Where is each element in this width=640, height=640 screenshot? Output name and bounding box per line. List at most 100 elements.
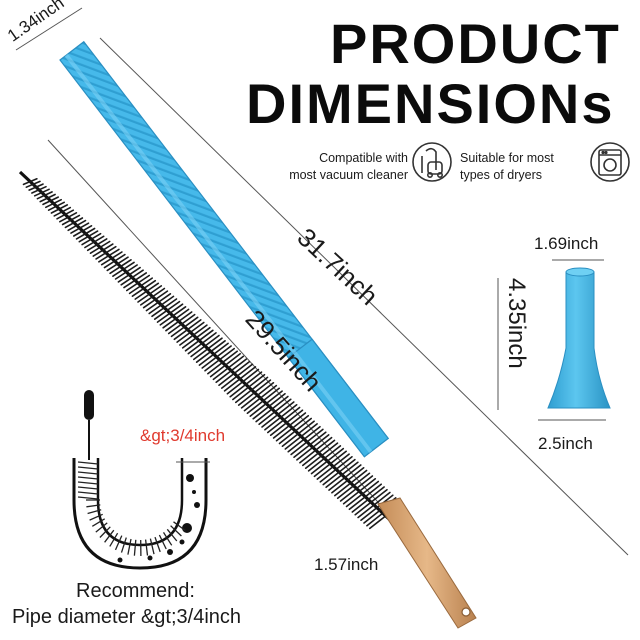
bristle-tuft	[131, 279, 157, 298]
bristle-tuft	[106, 256, 129, 272]
bristle-tuft	[226, 368, 260, 395]
bristle-tuft	[190, 334, 220, 358]
bristle-tuft	[33, 188, 50, 197]
bristle-tuft	[232, 373, 266, 401]
bristle-tuft	[235, 376, 269, 404]
bristle-tuft	[134, 282, 160, 300]
bristle-tuft	[170, 316, 199, 338]
bristle-brush	[18, 170, 477, 629]
bristle-tuft	[237, 379, 272, 406]
adapter-top-label: 1.69inch	[534, 234, 599, 253]
bristle-tuft	[322, 458, 356, 486]
flat-tube-cuff	[287, 338, 390, 458]
bristle-tuft	[339, 475, 374, 502]
bristle-tuft	[218, 360, 251, 387]
bristle-tuft	[328, 464, 362, 491]
bristle-tuft	[173, 319, 202, 341]
bristle-tuft	[313, 450, 348, 478]
bristle-tuft	[249, 390, 283, 417]
pipe-bristle	[166, 528, 178, 542]
bristle-tuft	[179, 324, 208, 346]
pipe-bristle	[158, 534, 167, 550]
pipe-bristle	[87, 509, 102, 515]
bristle-tuft	[140, 287, 166, 306]
pipe-dirt	[117, 474, 200, 563]
bristle-tuft	[198, 342, 229, 366]
pipe-bristle	[114, 535, 123, 551]
pipe-bristle	[120, 537, 127, 553]
u-pipe-diagram	[72, 390, 210, 570]
bristle-tuft	[301, 439, 336, 467]
bristle-tuft	[78, 230, 99, 243]
bristle-tuft	[223, 366, 257, 392]
bristle-tuft	[36, 191, 53, 200]
bristle-tuft	[287, 425, 321, 453]
bristle-tuft	[73, 225, 93, 237]
bristle-tuft	[272, 412, 307, 439]
bristle-tuft	[153, 300, 181, 321]
bristle-tuft	[319, 455, 353, 483]
bristle-tuft	[75, 227, 96, 240]
pipe-bristle	[77, 466, 99, 470]
pipe-bristle	[95, 522, 108, 533]
recommend-pipe-diameter: Pipe diameter &gt;3/4inch	[12, 606, 242, 628]
bristle-tuft	[331, 466, 365, 494]
bristle-tuft	[159, 305, 187, 326]
bristle-tuft	[84, 235, 105, 249]
vacuum-icon	[412, 142, 452, 182]
hang-hole	[461, 607, 471, 617]
feature-vacuum-line1: Compatible with	[319, 151, 408, 165]
bristle-tuft	[278, 417, 313, 445]
bristle-tuft	[181, 326, 211, 349]
bristle-tuft	[120, 269, 144, 286]
feature-vacuum: Compatible with most vacuum cleaner	[266, 150, 408, 184]
pipe-bristle	[149, 538, 155, 555]
feature-vacuum-line2: most vacuum cleaner	[289, 168, 408, 182]
bristle-tuft	[117, 266, 141, 283]
bristle-tuft	[64, 217, 84, 229]
bristle-tuft	[307, 445, 342, 472]
bristle-tuft	[258, 398, 292, 426]
flat-tube	[59, 40, 390, 458]
tube-width-line	[15, 7, 83, 51]
dimension-lines	[15, 7, 629, 556]
bristle-tuft	[39, 193, 56, 203]
bristle-tuft	[354, 488, 388, 516]
pipe-bristle	[77, 496, 99, 500]
bristle-tuft	[31, 185, 47, 194]
bristle-tuft	[109, 258, 132, 275]
pipe-bristle	[89, 513, 103, 521]
bristle-tuft	[240, 381, 275, 409]
bristle-tuft	[86, 238, 108, 252]
pipe-bristle	[77, 471, 99, 475]
pipe-bristle	[162, 532, 173, 546]
bristle-tuft	[209, 352, 241, 378]
brush-handle	[377, 497, 477, 629]
title-line-2: DIMENSIONs	[246, 72, 615, 135]
bristle-tuft	[89, 240, 111, 254]
bristle-tuft	[92, 243, 114, 257]
pipe-bristle	[77, 461, 99, 465]
bristle-tuft	[148, 295, 175, 315]
pipe-bristle	[77, 486, 99, 490]
bristle-tuft	[281, 420, 315, 448]
bristle-tuft	[61, 214, 81, 226]
bristle-tuft	[284, 423, 318, 450]
bristle-tuft	[293, 431, 327, 459]
bristle-tuft	[22, 178, 38, 186]
bristle-tuft	[252, 392, 286, 420]
bristle-tuft	[351, 486, 385, 513]
pipe-bristle	[104, 529, 115, 543]
bristle-tuft	[123, 272, 147, 289]
pipe-bristle	[127, 538, 132, 555]
pipe-diameter-callout: &gt;3/4inch	[140, 426, 226, 445]
bristle-tuft	[187, 332, 217, 355]
bristle-tuft	[95, 245, 117, 260]
bristle-tuft	[345, 480, 380, 508]
bristle-tuft	[342, 477, 377, 505]
bristle-tuft	[360, 494, 394, 522]
title-line-1: PRODUCT	[330, 12, 621, 75]
bristle-tuft	[264, 403, 298, 431]
pipe-bristle	[99, 526, 111, 538]
mini-brush-handle	[84, 390, 94, 420]
